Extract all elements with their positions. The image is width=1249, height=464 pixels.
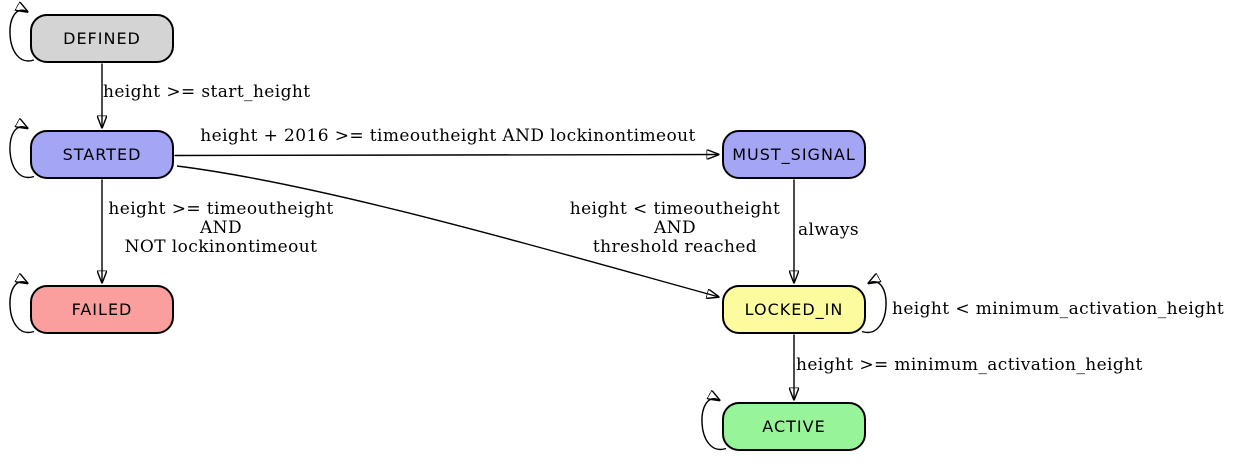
edge-started-to-must-signal bbox=[174, 155, 720, 156]
state-label-locked-in: LOCKED_IN bbox=[744, 300, 844, 319]
edge-label-locked-in-to-active: height >= minimum_activation_height bbox=[796, 355, 1143, 375]
edge-defined-self-loop bbox=[9, 10, 35, 62]
state-label-must-signal: MUST_SIGNAL bbox=[732, 145, 856, 164]
edge-label-line: height >= timeoutheight bbox=[108, 199, 334, 219]
edge-active-self-loop bbox=[701, 399, 727, 451]
edge-label-line: AND bbox=[200, 218, 242, 238]
state-label-active: ACTIVE bbox=[762, 417, 826, 436]
state-label-started: STARTED bbox=[62, 145, 142, 164]
state-node-locked-in: LOCKED_IN bbox=[722, 285, 866, 334]
edge-label-must-signal-to-locked-in: always bbox=[798, 220, 859, 240]
edge-locked-in-self-loop bbox=[861, 282, 887, 334]
state-node-must-signal: MUST_SIGNAL bbox=[722, 130, 866, 179]
edge-label-line: threshold reached bbox=[592, 237, 758, 257]
state-node-active: ACTIVE bbox=[722, 402, 866, 451]
state-node-failed: FAILED bbox=[30, 285, 174, 334]
edge-started-self-loop bbox=[9, 127, 35, 179]
edge-label-started-to-failed: height >= timeoutheight AND NOT lockinon… bbox=[108, 200, 333, 257]
edge-started-to-locked-in bbox=[176, 165, 719, 297]
edge-label-line: NOT lockinontimeout bbox=[124, 237, 318, 257]
edge-label-defined-to-started: height >= start_height bbox=[103, 82, 311, 102]
state-label-failed: FAILED bbox=[71, 300, 133, 319]
state-node-started: STARTED bbox=[30, 130, 174, 179]
edge-label-locked-in-self-loop: height < minimum_activation_height bbox=[892, 299, 1225, 319]
edge-label-started-to-locked-in: height < timeoutheight AND threshold rea… bbox=[570, 200, 781, 257]
edge-label-started-to-must-signal: height + 2016 >= timeoutheight AND locki… bbox=[200, 126, 696, 146]
edge-label-line: AND bbox=[654, 218, 696, 238]
edge-failed-self-loop bbox=[9, 282, 35, 334]
edge-label-line: height < timeoutheight bbox=[569, 199, 781, 219]
state-label-defined: DEFINED bbox=[63, 29, 141, 48]
state-node-defined: DEFINED bbox=[30, 14, 174, 63]
